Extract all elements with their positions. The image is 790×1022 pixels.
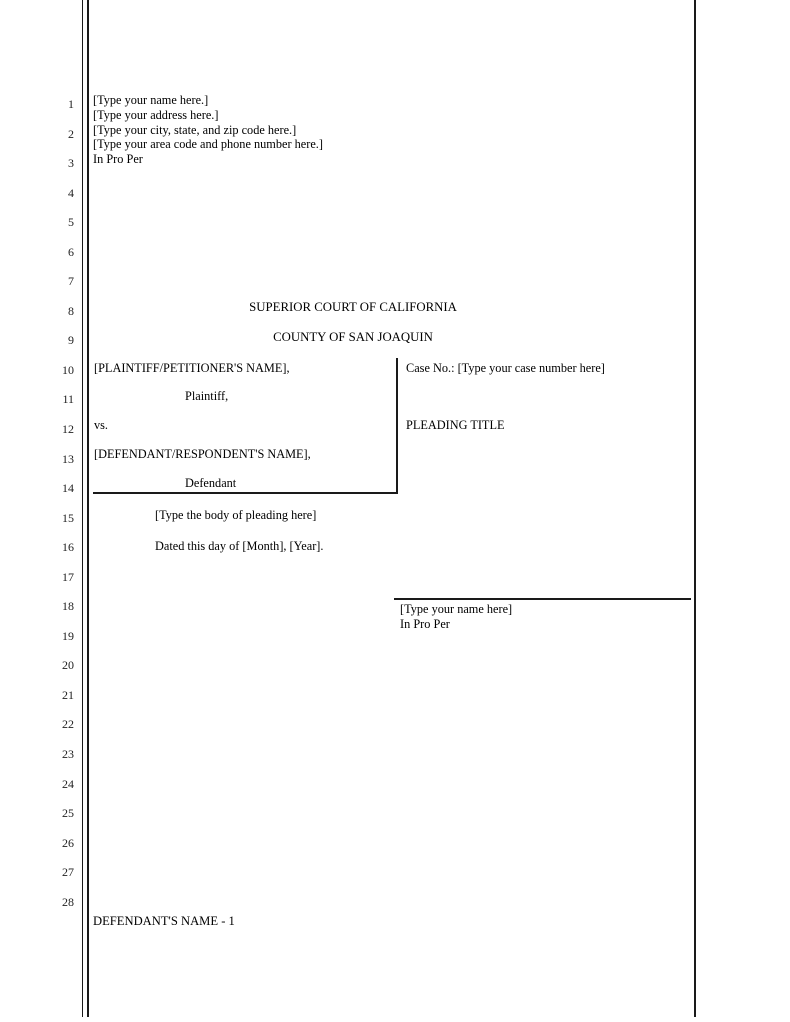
line-number: 5 xyxy=(68,215,74,230)
document-content: [Type your name here.] [Type your addres… xyxy=(93,0,691,1022)
line-number: 22 xyxy=(62,717,74,732)
defendant-name[interactable]: [DEFENDANT/RESPONDENT'S NAME], xyxy=(94,447,311,461)
body-placeholder[interactable]: [Type the body of pleading here] xyxy=(155,508,317,522)
pleading-body: [Type the body of pleading here] Dated t… xyxy=(93,508,653,554)
plaintiff-name[interactable]: [PLAINTIFF/PETITIONER'S NAME], xyxy=(94,361,290,375)
line-number: 4 xyxy=(68,185,74,200)
line-number: 28 xyxy=(62,894,74,909)
signature-name-block[interactable]: [Type your name here] In Pro Per xyxy=(400,602,513,631)
line-number: 13 xyxy=(62,451,74,466)
caption-box-bottom-rule xyxy=(93,492,398,494)
line-number: 2 xyxy=(68,126,74,141)
line-number: 20 xyxy=(62,658,74,673)
line-number: 26 xyxy=(62,835,74,850)
line-number: 27 xyxy=(62,865,74,880)
signature-line xyxy=(394,598,691,600)
line-number: 21 xyxy=(62,687,74,702)
signature-block: [Type your name here] In Pro Per xyxy=(394,598,691,632)
court-heading: SUPERIOR COURT OF CALIFORNIA COUNTY OF S… xyxy=(93,300,613,345)
line-number: 24 xyxy=(62,776,74,791)
line-number: 11 xyxy=(62,392,74,407)
line-number: 14 xyxy=(62,481,74,496)
line-number: 7 xyxy=(68,274,74,289)
dated-line[interactable]: Dated this day of [Month], [Year]. xyxy=(155,538,324,553)
case-number-field[interactable]: Case No.: [Type your case number here] xyxy=(406,361,605,375)
line-number: 9 xyxy=(68,333,74,348)
line-number: 3 xyxy=(68,156,74,171)
line-number: 19 xyxy=(62,628,74,643)
caption-box: [PLAINTIFF/PETITIONER'S NAME], Plaintiff… xyxy=(93,358,691,494)
court-name: SUPERIOR COURT OF CALIFORNIA xyxy=(249,300,457,314)
line-number: 18 xyxy=(62,599,74,614)
caption-box-vertical-divider xyxy=(396,358,398,494)
line-number: 23 xyxy=(62,747,74,762)
left-margin-rule-inner xyxy=(87,0,89,1017)
attorney-information-block[interactable]: [Type your name here.] [Type your addres… xyxy=(93,93,323,167)
page-footer: DEFENDANT'S NAME - 1 xyxy=(93,914,235,928)
line-number: 10 xyxy=(62,362,74,377)
right-margin-rule xyxy=(694,0,696,1017)
line-number-column: 1 2 3 4 5 6 7 8 9 10 11 12 13 14 15 16 1… xyxy=(40,90,74,917)
line-number: 16 xyxy=(62,540,74,555)
line-number: 1 xyxy=(68,97,74,111)
line-number: 25 xyxy=(62,806,74,821)
court-county: COUNTY OF SAN JOAQUIN xyxy=(273,330,433,344)
plaintiff-label: Plaintiff, xyxy=(185,389,229,403)
line-number: 8 xyxy=(68,303,74,318)
line-number: 6 xyxy=(68,244,74,259)
line-number: 15 xyxy=(62,510,74,525)
line-number: 12 xyxy=(62,422,74,437)
defendant-label: Defendant xyxy=(185,476,237,490)
left-margin-rule-outer xyxy=(82,0,83,1017)
versus-label: vs. xyxy=(94,418,109,432)
pleading-title[interactable]: PLEADING TITLE xyxy=(406,418,505,432)
line-number: 17 xyxy=(62,569,74,584)
